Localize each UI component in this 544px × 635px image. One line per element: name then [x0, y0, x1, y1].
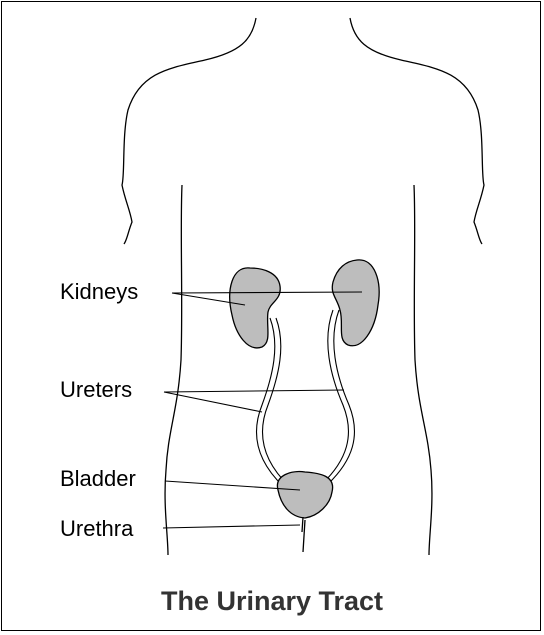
torso-left-outline — [122, 18, 256, 244]
left-flank-outline — [165, 185, 182, 555]
bladder — [277, 472, 332, 518]
left-kidney — [230, 268, 280, 348]
kidneys-label: Kidneys — [60, 281, 138, 303]
right-flank-outline — [414, 185, 432, 555]
leg-line — [303, 520, 305, 552]
bladder-label: Bladder — [60, 468, 136, 490]
ureters — [257, 310, 355, 486]
torso-right-outline — [350, 18, 484, 244]
urethra — [302, 517, 303, 532]
right-kidney — [332, 260, 379, 346]
ureters-leader-left — [164, 392, 262, 412]
urethra-leader — [163, 525, 300, 528]
diagram-caption: The Urinary Tract — [0, 588, 544, 615]
urethra-label: Urethra — [60, 518, 133, 540]
ureters-label: Ureters — [60, 379, 132, 401]
ureters-leader-right — [164, 390, 344, 392]
kidneys — [230, 260, 379, 348]
